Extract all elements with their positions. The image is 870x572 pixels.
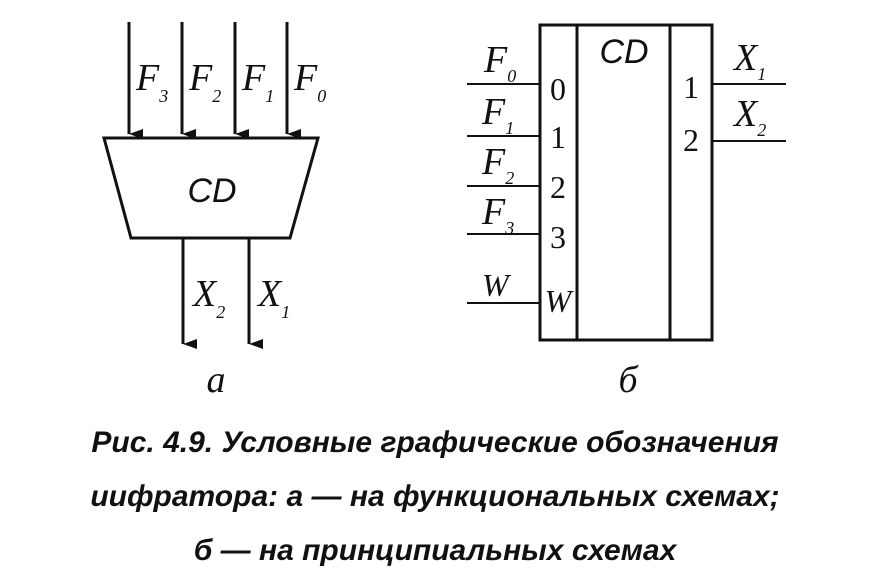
output-label-x2: X2 xyxy=(732,93,766,140)
part-label-a: а xyxy=(207,359,226,401)
figure-caption-line-1: Рис. 4.9. Условные графические обозначен… xyxy=(91,426,779,459)
pin-number-2: 2 xyxy=(550,169,566,205)
input-label-f2: F2 xyxy=(188,57,221,106)
part-label-b: б xyxy=(618,359,639,401)
enable-label-w: W xyxy=(482,267,512,303)
input-label-f0: F0 xyxy=(483,39,516,86)
pin-number-out-1: 1 xyxy=(683,69,699,105)
functional-decoder-symbol: F3 F2 F1 F0 CD X2 X1 а xyxy=(102,22,326,401)
pin-number-0: 0 xyxy=(550,71,566,107)
input-label-f3: F3 xyxy=(135,57,168,106)
decoder-trapezoid xyxy=(102,136,320,240)
output-label-x1: X1 xyxy=(256,273,290,322)
output-label-x2: X2 xyxy=(191,273,225,322)
output-label-x1: X1 xyxy=(732,37,766,84)
decoder-block-label: CD xyxy=(187,172,236,210)
pin-number-3: 3 xyxy=(550,219,566,255)
circuit-decoder-symbol: CD F0 F1 F2 F3 W 0 1 2 3 W 1 2 X1 X2 б xyxy=(467,23,786,401)
input-label-f1: F1 xyxy=(481,91,514,138)
decoder-outer-box xyxy=(538,23,714,342)
input-label-f0: F0 xyxy=(293,57,326,106)
figure-caption-line-2: иифратора: а — на функциональных схемах; xyxy=(90,480,780,513)
input-label-f1: F1 xyxy=(241,57,274,106)
input-label-f3: F3 xyxy=(481,191,514,238)
pin-number-1: 1 xyxy=(550,119,566,155)
figure-caption-line-3: б — на принципиальных схемах xyxy=(193,534,677,567)
decoder-block-label: CD xyxy=(599,33,648,71)
pin-number-out-2: 2 xyxy=(683,122,699,158)
input-label-f2: F2 xyxy=(481,141,514,188)
pin-enable-w: W xyxy=(545,283,575,319)
